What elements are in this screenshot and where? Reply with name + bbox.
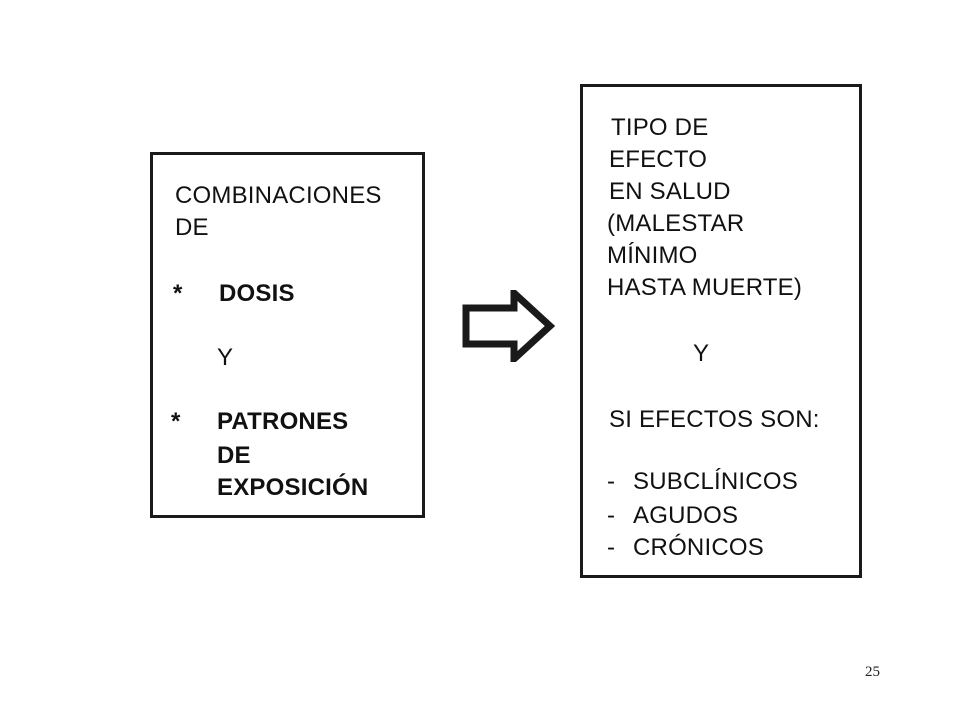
list-item-label: SUBCLÍNICOS [633, 468, 798, 495]
left-box-combinaciones: COMBINACIONES DE * DOSIS Y * PATRONES DE… [150, 152, 425, 518]
list-dash: - [607, 468, 616, 495]
list-item-subclinicos: -SUBCLÍNICOS [607, 467, 798, 497]
list-item-agudos: -AGUDOS [607, 501, 738, 531]
left-box-title-line-1: COMBINACIONES [175, 182, 382, 209]
heading-line: EN SALUD [609, 178, 731, 205]
list-dash: - [607, 502, 616, 529]
list-item-label: AGUDOS [633, 502, 739, 529]
list-item-cronicos: -CRÓNICOS [607, 533, 764, 563]
heading-line: HASTA MUERTE) [607, 274, 803, 301]
bullet-asterisk: * [173, 280, 183, 307]
item-patrones-line-1: PATRONES [217, 408, 349, 435]
right-box-connector: Y [693, 340, 710, 367]
right-box-tipo-de-efecto: TIPO DE EFECTO EN SALUD (MALESTAR MÍNIMO… [580, 84, 862, 578]
left-box-connector: Y [217, 344, 234, 371]
right-arrow-outline-icon [462, 285, 556, 367]
list-item-label: CRÓNICOS [633, 534, 764, 561]
subheading-si-efectos: SI EFECTOS SON: [609, 406, 820, 433]
bullet-asterisk: * [171, 408, 181, 435]
page-number: 25 [865, 664, 880, 680]
item-patrones-line-3: EXPOSICIÓN [217, 474, 369, 501]
item-dosis: DOSIS [219, 280, 295, 307]
list-dash: - [607, 534, 616, 561]
heading-line: TIPO DE [611, 114, 709, 141]
left-box-title-line-2: DE [175, 214, 209, 241]
heading-line: MÍNIMO [607, 242, 698, 269]
heading-line: (MALESTAR [607, 210, 745, 237]
item-patrones-line-2: DE [217, 442, 251, 469]
heading-line: EFECTO [609, 146, 708, 173]
